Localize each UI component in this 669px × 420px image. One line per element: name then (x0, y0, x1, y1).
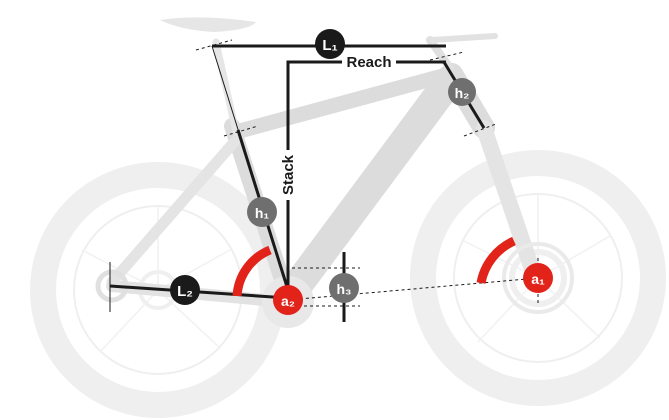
head-angle-arc (476, 236, 516, 284)
a2-label: a₂ (281, 293, 295, 309)
reach-label-bg (342, 53, 396, 71)
a1-badge: a₁ (523, 263, 553, 293)
saddle (160, 17, 256, 32)
reach-label: Reach (346, 54, 391, 71)
h1-label: h₁ (255, 205, 270, 221)
l1-badge: L₁ (315, 29, 345, 59)
a1-label: a₁ (531, 271, 545, 287)
l2-label: L₂ (177, 283, 193, 300)
h3-label: h₃ (336, 281, 351, 297)
front-brake-rotor (502, 242, 574, 314)
a2-badge: a₂ (273, 285, 303, 315)
h1-badge: h₁ (247, 197, 277, 227)
h2-badge: h₂ (448, 78, 476, 106)
stack-label: Stack (280, 154, 297, 195)
stack-label-bg (279, 150, 297, 200)
l2-badge: L₂ (170, 275, 200, 305)
h3-badge: h₃ (329, 273, 359, 303)
h2-label: h₂ (455, 85, 470, 101)
l1-label: L₁ (322, 37, 337, 54)
seat-angle-arc (232, 245, 272, 297)
